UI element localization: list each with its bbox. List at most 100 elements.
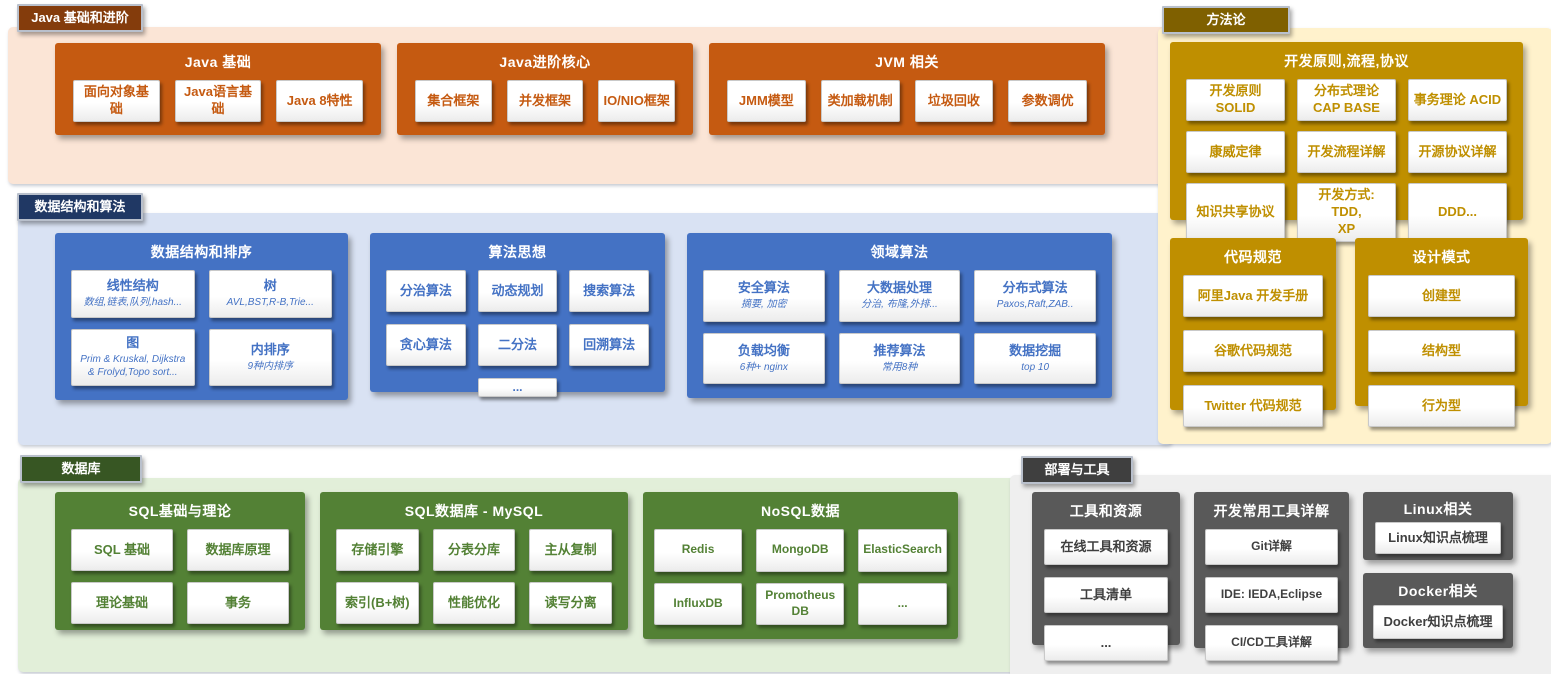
card-dev-tools: 开发常用工具详解 Git详解 IDE: IEDA,Eclipse CI/CD工具… bbox=[1194, 492, 1349, 661]
chip-group: SQL 基础 数据库原理 理论基础 事务 bbox=[55, 525, 305, 638]
chip-prometheusdb: Promotheus DB bbox=[756, 582, 845, 625]
tag-deploy: 部署与工具 bbox=[1021, 456, 1133, 484]
chip-label: Redis bbox=[681, 542, 715, 557]
chip-label: IO/NIO框架 bbox=[603, 92, 670, 108]
card-title: 开发常用工具详解 bbox=[1213, 503, 1330, 519]
chip-label: 行为型 bbox=[1421, 397, 1461, 413]
card-tools-resources: 工具和资源 在线工具和资源 工具清单 ... bbox=[1032, 492, 1180, 661]
chip-mongodb: MongoDB bbox=[756, 529, 845, 572]
chip-storage-engine: 存储引擎 bbox=[336, 529, 419, 571]
deploy-section-panel: 工具和资源 在线工具和资源 工具清单 ... 开发常用工具详解 Git详解 ID… bbox=[1010, 475, 1551, 674]
chip-label: 负载均衡 bbox=[737, 342, 790, 358]
chip-bigdata-processing: 大数据处理分治, 布隆,外排... bbox=[838, 270, 961, 322]
chip-label: JMM模型 bbox=[738, 92, 794, 108]
chip-group: Linux知识点梳理 bbox=[1363, 522, 1513, 564]
card-java-basics: Java 基础 面向对象基础 Java语言基础 Java 8特性 bbox=[55, 43, 381, 135]
chip-label: 工具清单 bbox=[1079, 586, 1132, 602]
chip-performance-tuning: 性能优化 bbox=[432, 582, 516, 624]
card-jvm: JVM 相关 JMM模型 类加载机制 垃圾回收 参数调优 bbox=[709, 43, 1105, 135]
chip-label: 创建型 bbox=[1421, 287, 1461, 303]
chip-label: 事务 bbox=[224, 594, 251, 610]
tag-dsalgo: 数据结构和算法 bbox=[17, 193, 143, 221]
chip-read-write-split: 读写分离 bbox=[529, 582, 612, 624]
chip-dev-process: 开发流程详解 bbox=[1297, 131, 1396, 173]
chip-label: 开发原则 SOLID bbox=[1209, 83, 1262, 115]
chip-label: 分治算法 bbox=[399, 282, 452, 298]
chip-group: 面向对象基础 Java语言基础 Java 8特性 bbox=[55, 76, 381, 138]
chip-group: 阿里Java 开发手册 谷歌代码规范 Twitter 代码规范 bbox=[1170, 271, 1336, 441]
card-nosql: NoSQL数据 Redis MongoDB ElasticSearch Infl… bbox=[643, 492, 958, 639]
chip-redis: Redis bbox=[654, 529, 743, 572]
chip-label: Java 8特性 bbox=[286, 92, 353, 108]
chip-group: Redis MongoDB ElasticSearch InfluxDB Pro… bbox=[643, 525, 958, 639]
chip-label: 数据挖掘 bbox=[1009, 342, 1062, 358]
chip-concurrency-framework: 并发框架 bbox=[506, 80, 584, 122]
chip-behavioral-patterns: 行为型 bbox=[1368, 385, 1515, 427]
chip-label: 康威定律 bbox=[1209, 143, 1262, 159]
chip-label: IDE: IEDA,Eclipse bbox=[1220, 587, 1323, 602]
chip-label: 贪心算法 bbox=[399, 336, 452, 352]
chip-creational-patterns: 创建型 bbox=[1368, 275, 1515, 317]
chip-more-tools: ... bbox=[1044, 625, 1168, 661]
java-section-panel: Java 基础 面向对象基础 Java语言基础 Java 8特性 Java进阶核… bbox=[8, 27, 1180, 184]
chip-dynamic-programming: 动态规划 bbox=[477, 270, 558, 312]
chip-ddd: DDD... bbox=[1408, 183, 1507, 242]
chip-tools-list: 工具清单 bbox=[1044, 577, 1168, 613]
chip-label: 分表分库 bbox=[447, 541, 500, 557]
chip-label-line2: XP bbox=[1337, 220, 1356, 236]
chip-oop-basics: 面向对象基础 bbox=[73, 80, 160, 122]
chip-group: Git详解 IDE: IEDA,Eclipse CI/CD工具详解 bbox=[1194, 525, 1349, 674]
chip-label: 大数据处理 bbox=[866, 280, 932, 296]
chip-label: 开发方式: TDD, bbox=[1318, 187, 1375, 219]
card-title: 数据结构和排序 bbox=[150, 244, 253, 260]
chip-subtitle: 6种+ nginx bbox=[739, 361, 788, 373]
chip-more-nosql: ... bbox=[858, 582, 947, 625]
chip-label: MongoDB bbox=[771, 542, 829, 557]
chip-label: 分布式算法 bbox=[1002, 280, 1068, 296]
chip-subtitle: 数组,链表,队列,hash... bbox=[83, 297, 182, 309]
chip-label: ... bbox=[897, 595, 908, 610]
chip-db-principles: 数据库原理 bbox=[187, 529, 289, 571]
chip-label: 读写分离 bbox=[544, 594, 597, 610]
chip-online-tools: 在线工具和资源 bbox=[1044, 529, 1168, 565]
chip-label: 阿里Java 开发手册 bbox=[1197, 287, 1309, 303]
chip-classloading: 类加载机制 bbox=[820, 80, 900, 122]
chip-subtitle: Prim & Kruskal, Dijkstra & Frolyd,Topo s… bbox=[80, 354, 186, 379]
card-sql-theory: SQL基础与理论 SQL 基础 数据库原理 理论基础 事务 bbox=[55, 492, 305, 630]
chip-dev-methods-tdd-xp: 开发方式: TDD,XP bbox=[1297, 183, 1396, 242]
chip-label: 数据库原理 bbox=[205, 541, 271, 557]
chip-param-tuning: 参数调优 bbox=[1008, 80, 1087, 122]
chip-label: 面向对象基础 bbox=[83, 84, 149, 116]
chip-index-btree: 索引(B+树) bbox=[336, 582, 419, 624]
card-title: 代码规范 bbox=[1224, 249, 1282, 265]
card-java-advanced: Java进阶核心 集合框架 并发框架 IO/NIO框架 bbox=[397, 43, 693, 135]
database-section-panel: SQL基础与理论 SQL 基础 数据库原理 理论基础 事务 SQL数据库 - M… bbox=[18, 478, 1015, 672]
chip-group: JMM模型 类加载机制 垃圾回收 参数调优 bbox=[709, 76, 1105, 138]
chip-jmm-model: JMM模型 bbox=[727, 80, 806, 122]
chip-subtitle: 9种内排序 bbox=[247, 360, 294, 372]
card-docker: Docker相关 Docker知识点梳理 bbox=[1363, 573, 1513, 648]
chip-docker-notes: Docker知识点梳理 bbox=[1373, 605, 1503, 639]
chip-subtitle: Paxos,Raft,ZAB.. bbox=[996, 299, 1074, 311]
chip-label: ElasticSearch bbox=[863, 542, 942, 557]
chip-label: 性能优化 bbox=[447, 594, 500, 610]
chip-group: 集合框架 并发框架 IO/NIO框架 bbox=[397, 76, 693, 138]
chip-label: 结构型 bbox=[1421, 342, 1461, 358]
chip-label: 开源协议详解 bbox=[1418, 143, 1497, 159]
chip-recommendation-algorithms: 推荐算法常用8种 bbox=[838, 332, 961, 384]
chip-subtitle: 常用8种 bbox=[881, 361, 918, 373]
chip-sql-basics: SQL 基础 bbox=[71, 529, 173, 571]
chip-dev-principles-solid: 开发原则 SOLID bbox=[1186, 79, 1285, 121]
chip-label: 线性结构 bbox=[106, 278, 159, 294]
chip-java-language-basics: Java语言基础 bbox=[174, 80, 262, 122]
card-title: Java进阶核心 bbox=[499, 54, 591, 70]
card-title: SQL基础与理论 bbox=[128, 503, 232, 519]
chip-label: Docker知识点梳理 bbox=[1383, 613, 1493, 629]
